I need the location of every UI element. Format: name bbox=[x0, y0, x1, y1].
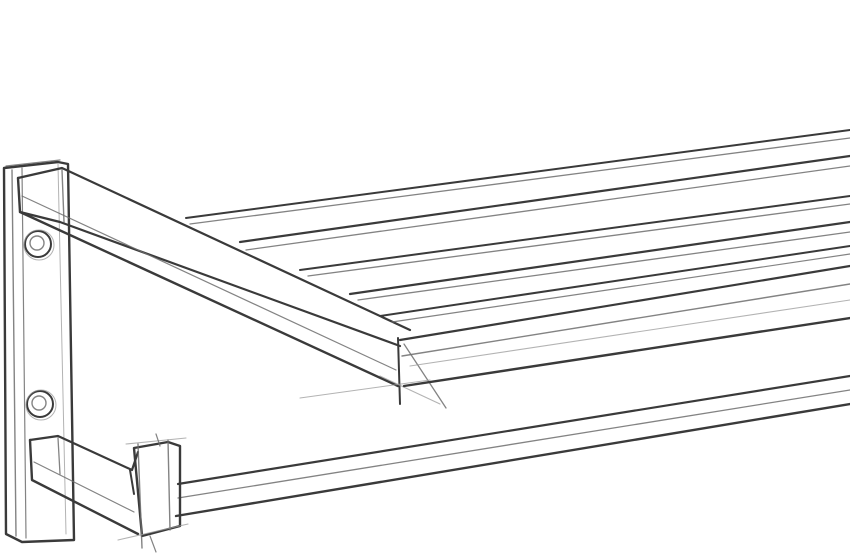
top-shelf-rails bbox=[185, 129, 850, 323]
lower-corner-post bbox=[117, 433, 189, 553]
screw-bottom-icon bbox=[25, 389, 57, 421]
top-side-arm bbox=[16, 166, 447, 409]
screw-top-icon bbox=[23, 229, 55, 261]
top-front-bar bbox=[398, 264, 850, 388]
lower-bar bbox=[174, 374, 850, 518]
wall-mount-plate bbox=[2, 159, 76, 544]
lower-side-arm bbox=[28, 434, 140, 536]
